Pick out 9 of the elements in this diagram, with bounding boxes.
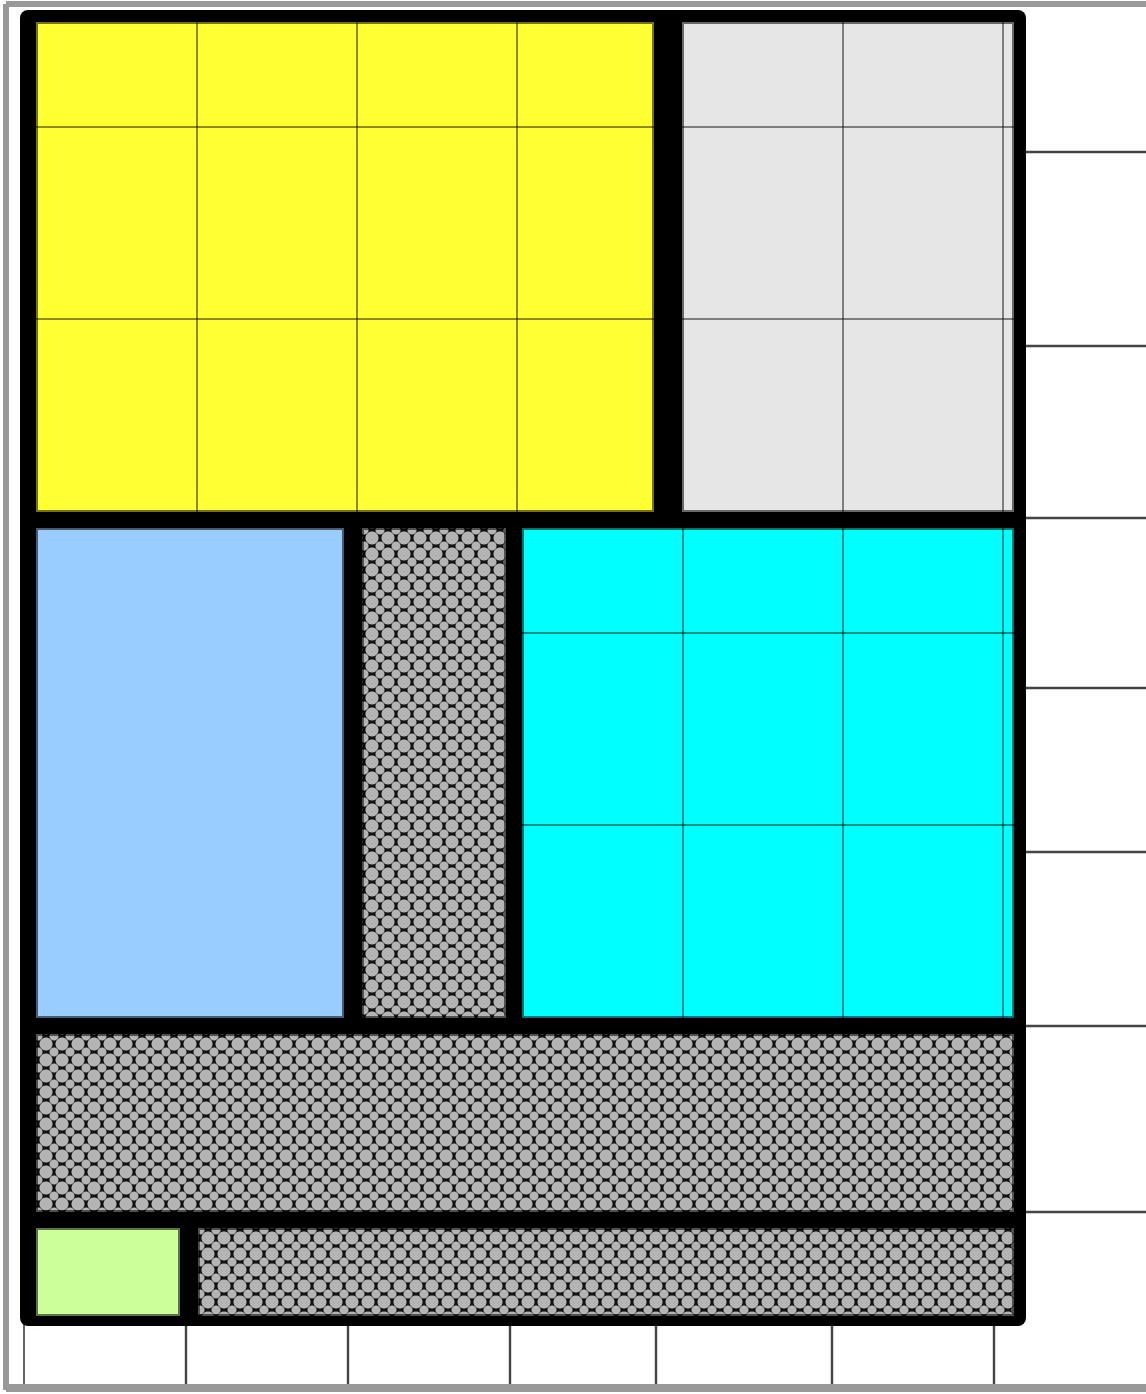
area-block (36, 22, 654, 512)
hatched-block (36, 1034, 1014, 1212)
hatched-block (362, 528, 506, 1018)
plan-frame (20, 10, 1026, 1326)
hatched-block (198, 1228, 1014, 1316)
area-block (36, 1228, 180, 1316)
area-block (522, 528, 1014, 1018)
area-block (682, 22, 1014, 512)
area-block (36, 528, 344, 1018)
